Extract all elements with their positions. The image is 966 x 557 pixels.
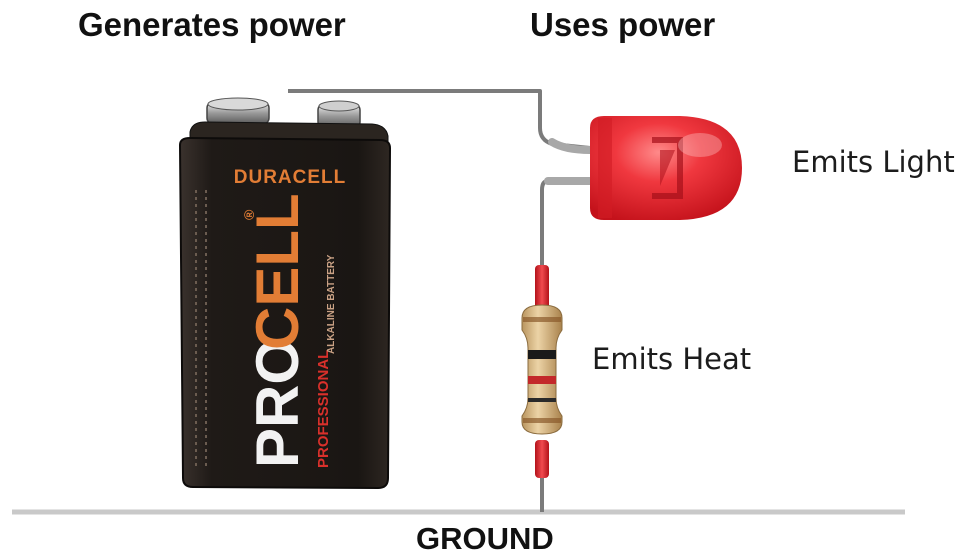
led-icon [590,116,742,220]
battery-brand-pro: PRO [244,338,311,468]
battery-sub-alkaline: ALKALINE BATTERY [326,254,337,354]
uses-power-heading: Uses power [530,6,716,43]
led-to-resistor-wire [540,179,592,300]
battery-brand-cell: CELL [244,193,311,350]
battery-sub-professional: PROFESSIONAL [315,350,332,468]
led-leg-anode [548,138,594,154]
generates-power-heading: Generates power [78,6,346,43]
ground-label: GROUND [416,521,554,556]
9v-battery-icon: DURACELL PRO CELL ® PROFESSIONAL ALKALIN… [178,97,392,490]
battery-brand-top: DURACELL [234,167,347,188]
emits-heat-label: Emits Heat [592,342,752,376]
battery-registered: ® [241,209,257,220]
resistor-icon [521,265,563,478]
emits-light-label: Emits Light [792,145,955,179]
